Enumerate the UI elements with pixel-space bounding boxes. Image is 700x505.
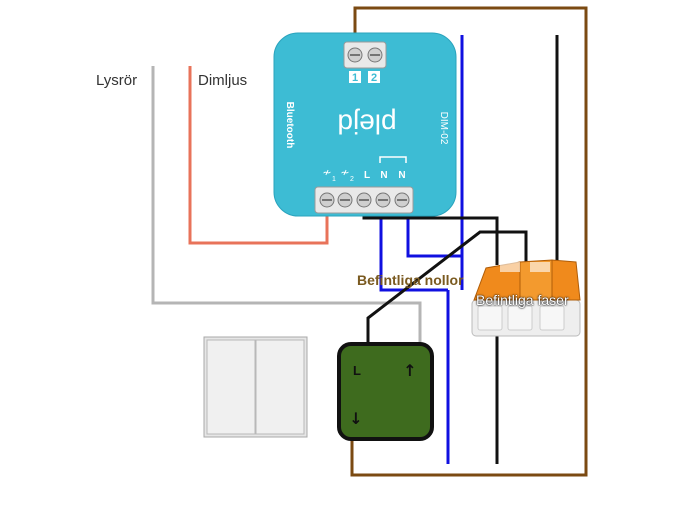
blue-wire-neutral-1 [379, 200, 448, 292]
double-light-switch [203, 336, 308, 438]
dim-output-1-icon: ≁ [322, 166, 331, 179]
orange-wire-dimljus [188, 66, 329, 245]
model-label: DIM-02 [438, 112, 449, 145]
black-wire-switch-l [366, 230, 528, 345]
bluetooth-label: Bluetooth [284, 102, 295, 149]
n-bridge-mark [379, 156, 407, 163]
terminal-mark-2: 2 [350, 176, 354, 183]
terminal-mark-n2: N [398, 170, 405, 181]
lever-connector [471, 259, 581, 337]
switch-l-mark: L [353, 363, 361, 378]
plejd-dim02-device: 1 2 plejd Bluetooth DIM-02 ≁ 1 ≁ 2 L N N [273, 32, 457, 217]
label-befintliga-nollor: Befintliga nollor [357, 272, 464, 288]
arrow-down-icon: ↓ [349, 409, 362, 428]
terminal-mark-n1: N [380, 170, 387, 181]
grey-wire-lysror [151, 66, 422, 345]
plejd-logo: plejd [337, 109, 396, 140]
label-befintliga-faser: Befintliga faser [476, 292, 569, 308]
dim-output-2-icon: ≁ [340, 166, 349, 179]
top-terminal-1-label: 1 [352, 72, 358, 84]
terminal-mark-l: L [364, 170, 370, 181]
green-switch-box: L ↑ ↓ [337, 342, 434, 441]
label-lysror: Lysrör [96, 72, 138, 89]
terminal-mark-1: 1 [332, 176, 336, 183]
label-dimljus: Dimljus [198, 72, 248, 89]
brown-wire-loop [350, 6, 588, 477]
arrow-up-icon: ↑ [403, 361, 416, 380]
top-terminal-2-label: 2 [371, 72, 377, 84]
